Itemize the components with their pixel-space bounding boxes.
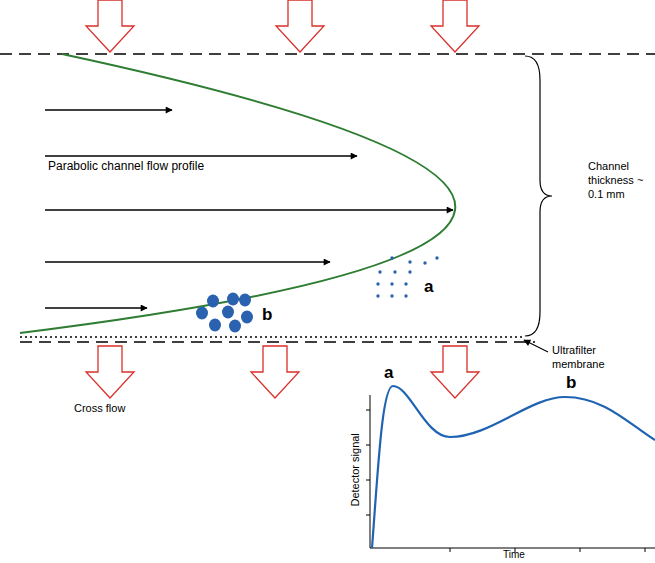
cross-flow-arrow (431, 346, 479, 398)
channel-wall (20, 341, 535, 343)
cross-flow-label: Cross flow (74, 402, 125, 416)
particle-label: b (262, 304, 272, 325)
small-particles (376, 256, 438, 297)
flow-profile-label: Parabolic channel flow profile (48, 159, 204, 174)
axis-label: Time (503, 549, 525, 562)
particle-label: a (424, 276, 433, 297)
channel-wall (0, 53, 655, 55)
cross-flow-arrow (276, 0, 324, 52)
cross-flow-arrow (251, 346, 299, 398)
leader-line (524, 340, 548, 352)
peak-label: a (384, 362, 393, 383)
peak-label: b (566, 372, 576, 393)
cross-flow-arrow (86, 0, 134, 52)
cross-flow-arrow (86, 346, 134, 398)
flow-profile (20, 54, 455, 333)
membrane-label: Ultrafilter membrane (552, 344, 642, 372)
thickness-brace (525, 56, 552, 336)
velocity-arrows (45, 110, 453, 308)
thickness-label: Channel thickness ~ 0.1 mm (588, 160, 652, 201)
detector-curve (372, 386, 655, 548)
cross-flow-arrow (431, 0, 479, 52)
large-particles (196, 293, 253, 333)
axis-label: Detector signal (349, 415, 363, 525)
ultrafilter-membrane (20, 336, 525, 338)
chart-axes (366, 395, 655, 552)
